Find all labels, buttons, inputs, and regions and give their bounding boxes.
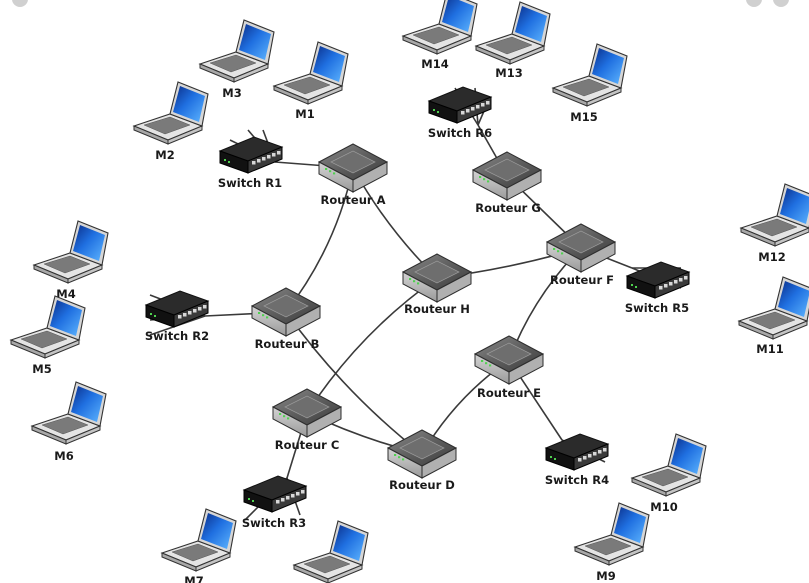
switch-icon bbox=[144, 290, 210, 328]
machine-m13: M13 bbox=[474, 1, 551, 80]
router-label: Routeur A bbox=[320, 193, 385, 207]
switch-icon bbox=[544, 433, 610, 471]
router-label: Routeur F bbox=[550, 273, 614, 287]
switch-label: Switch R4 bbox=[545, 473, 609, 487]
router-f: Routeur F bbox=[545, 223, 617, 287]
router-icon bbox=[471, 151, 543, 201]
machine-m12: M12 bbox=[739, 183, 809, 264]
machine-icon bbox=[292, 520, 369, 583]
machine-m4: M4 bbox=[32, 220, 109, 301]
machine-m11: M11 bbox=[737, 276, 809, 356]
router-label: Routeur G bbox=[475, 201, 541, 215]
switch-label: Switch R2 bbox=[145, 329, 209, 343]
machine-m8: M8 bbox=[292, 520, 369, 583]
link-a-b bbox=[285, 167, 354, 313]
machine-icon bbox=[551, 43, 628, 107]
machine-m1: M1 bbox=[272, 41, 349, 121]
router-label: Routeur C bbox=[275, 438, 340, 452]
router-label: Routeur E bbox=[477, 386, 541, 400]
corner-button-right-1[interactable] bbox=[746, 0, 762, 7]
switch-r2: Switch R2 bbox=[144, 290, 210, 343]
switch-icon bbox=[427, 86, 493, 124]
machine-label: M4 bbox=[56, 287, 75, 301]
link-b-d bbox=[285, 311, 423, 455]
router-label: Routeur B bbox=[255, 337, 320, 351]
switch-label: Switch R1 bbox=[218, 176, 282, 190]
machine-m2: M2 bbox=[132, 81, 209, 162]
router-g: Routeur G bbox=[471, 151, 543, 215]
router-icon bbox=[250, 287, 322, 337]
switch-label: Switch R6 bbox=[428, 126, 492, 140]
router-icon bbox=[317, 143, 389, 193]
machine-icon bbox=[198, 19, 275, 83]
machine-m7: M7 bbox=[160, 508, 237, 583]
router-icon bbox=[401, 253, 473, 303]
machine-m14: M14 bbox=[401, 0, 478, 71]
machine-icon bbox=[132, 81, 209, 145]
router-icon bbox=[473, 335, 545, 385]
machine-m5: M5 bbox=[9, 295, 86, 376]
machine-icon bbox=[160, 508, 237, 572]
router-a: Routeur A bbox=[317, 143, 389, 207]
machine-icon bbox=[474, 1, 551, 65]
router-icon bbox=[271, 388, 343, 438]
machine-icon bbox=[630, 433, 707, 497]
router-label: Routeur H bbox=[404, 302, 470, 316]
corner-button-left[interactable] bbox=[12, 0, 28, 7]
router-icon bbox=[386, 429, 458, 479]
machine-label: M7 bbox=[184, 574, 203, 583]
machine-m6: M6 bbox=[30, 381, 107, 463]
machine-m10: M10 bbox=[630, 433, 707, 514]
machine-m3: M3 bbox=[198, 19, 275, 100]
router-b: Routeur B bbox=[250, 287, 322, 351]
machine-label: M2 bbox=[155, 148, 174, 162]
router-h: Routeur H bbox=[401, 253, 473, 316]
machine-label: M6 bbox=[54, 449, 73, 463]
machine-label: M9 bbox=[596, 569, 615, 583]
switch-icon bbox=[218, 136, 284, 174]
router-c: Routeur C bbox=[271, 388, 343, 452]
machine-label: M3 bbox=[222, 86, 241, 100]
router-icon bbox=[545, 223, 617, 273]
corner-button-right-2[interactable] bbox=[773, 0, 789, 7]
switch-r5: Switch R5 bbox=[625, 261, 691, 315]
machine-label: M12 bbox=[758, 250, 785, 264]
switch-r3: Switch R3 bbox=[242, 475, 308, 530]
machine-icon bbox=[739, 183, 809, 247]
machine-icon bbox=[32, 220, 109, 284]
router-d: Routeur D bbox=[386, 429, 458, 492]
machine-label: M5 bbox=[32, 362, 51, 376]
machine-label: M10 bbox=[650, 500, 677, 514]
machine-label: M1 bbox=[295, 107, 314, 121]
switch-label: Switch R5 bbox=[625, 301, 689, 315]
switch-r1: Switch R1 bbox=[218, 136, 284, 190]
machine-icon bbox=[272, 41, 349, 105]
machine-label: M14 bbox=[421, 57, 448, 71]
nodes-layer: Routeur A Routeur B Routeur C Routeur D Rout… bbox=[9, 0, 809, 583]
switch-icon bbox=[242, 475, 308, 513]
switch-r4: Switch R4 bbox=[544, 433, 610, 487]
machine-icon bbox=[9, 295, 86, 359]
machine-label: M15 bbox=[570, 110, 597, 124]
machine-icon bbox=[401, 0, 478, 55]
switch-r6: Switch R6 bbox=[427, 86, 493, 140]
switch-icon bbox=[625, 261, 691, 299]
machine-label: M11 bbox=[756, 342, 783, 356]
router-label: Routeur D bbox=[389, 478, 455, 492]
link-c-h bbox=[306, 277, 438, 414]
machine-icon bbox=[573, 502, 650, 566]
machine-m15: M15 bbox=[551, 43, 628, 124]
machine-label: M13 bbox=[495, 66, 522, 80]
machine-icon bbox=[737, 276, 809, 340]
router-e: Routeur E bbox=[473, 335, 545, 400]
switch-label: Switch R3 bbox=[242, 516, 306, 530]
machine-icon bbox=[30, 381, 107, 445]
machine-m9: M9 bbox=[573, 502, 650, 583]
